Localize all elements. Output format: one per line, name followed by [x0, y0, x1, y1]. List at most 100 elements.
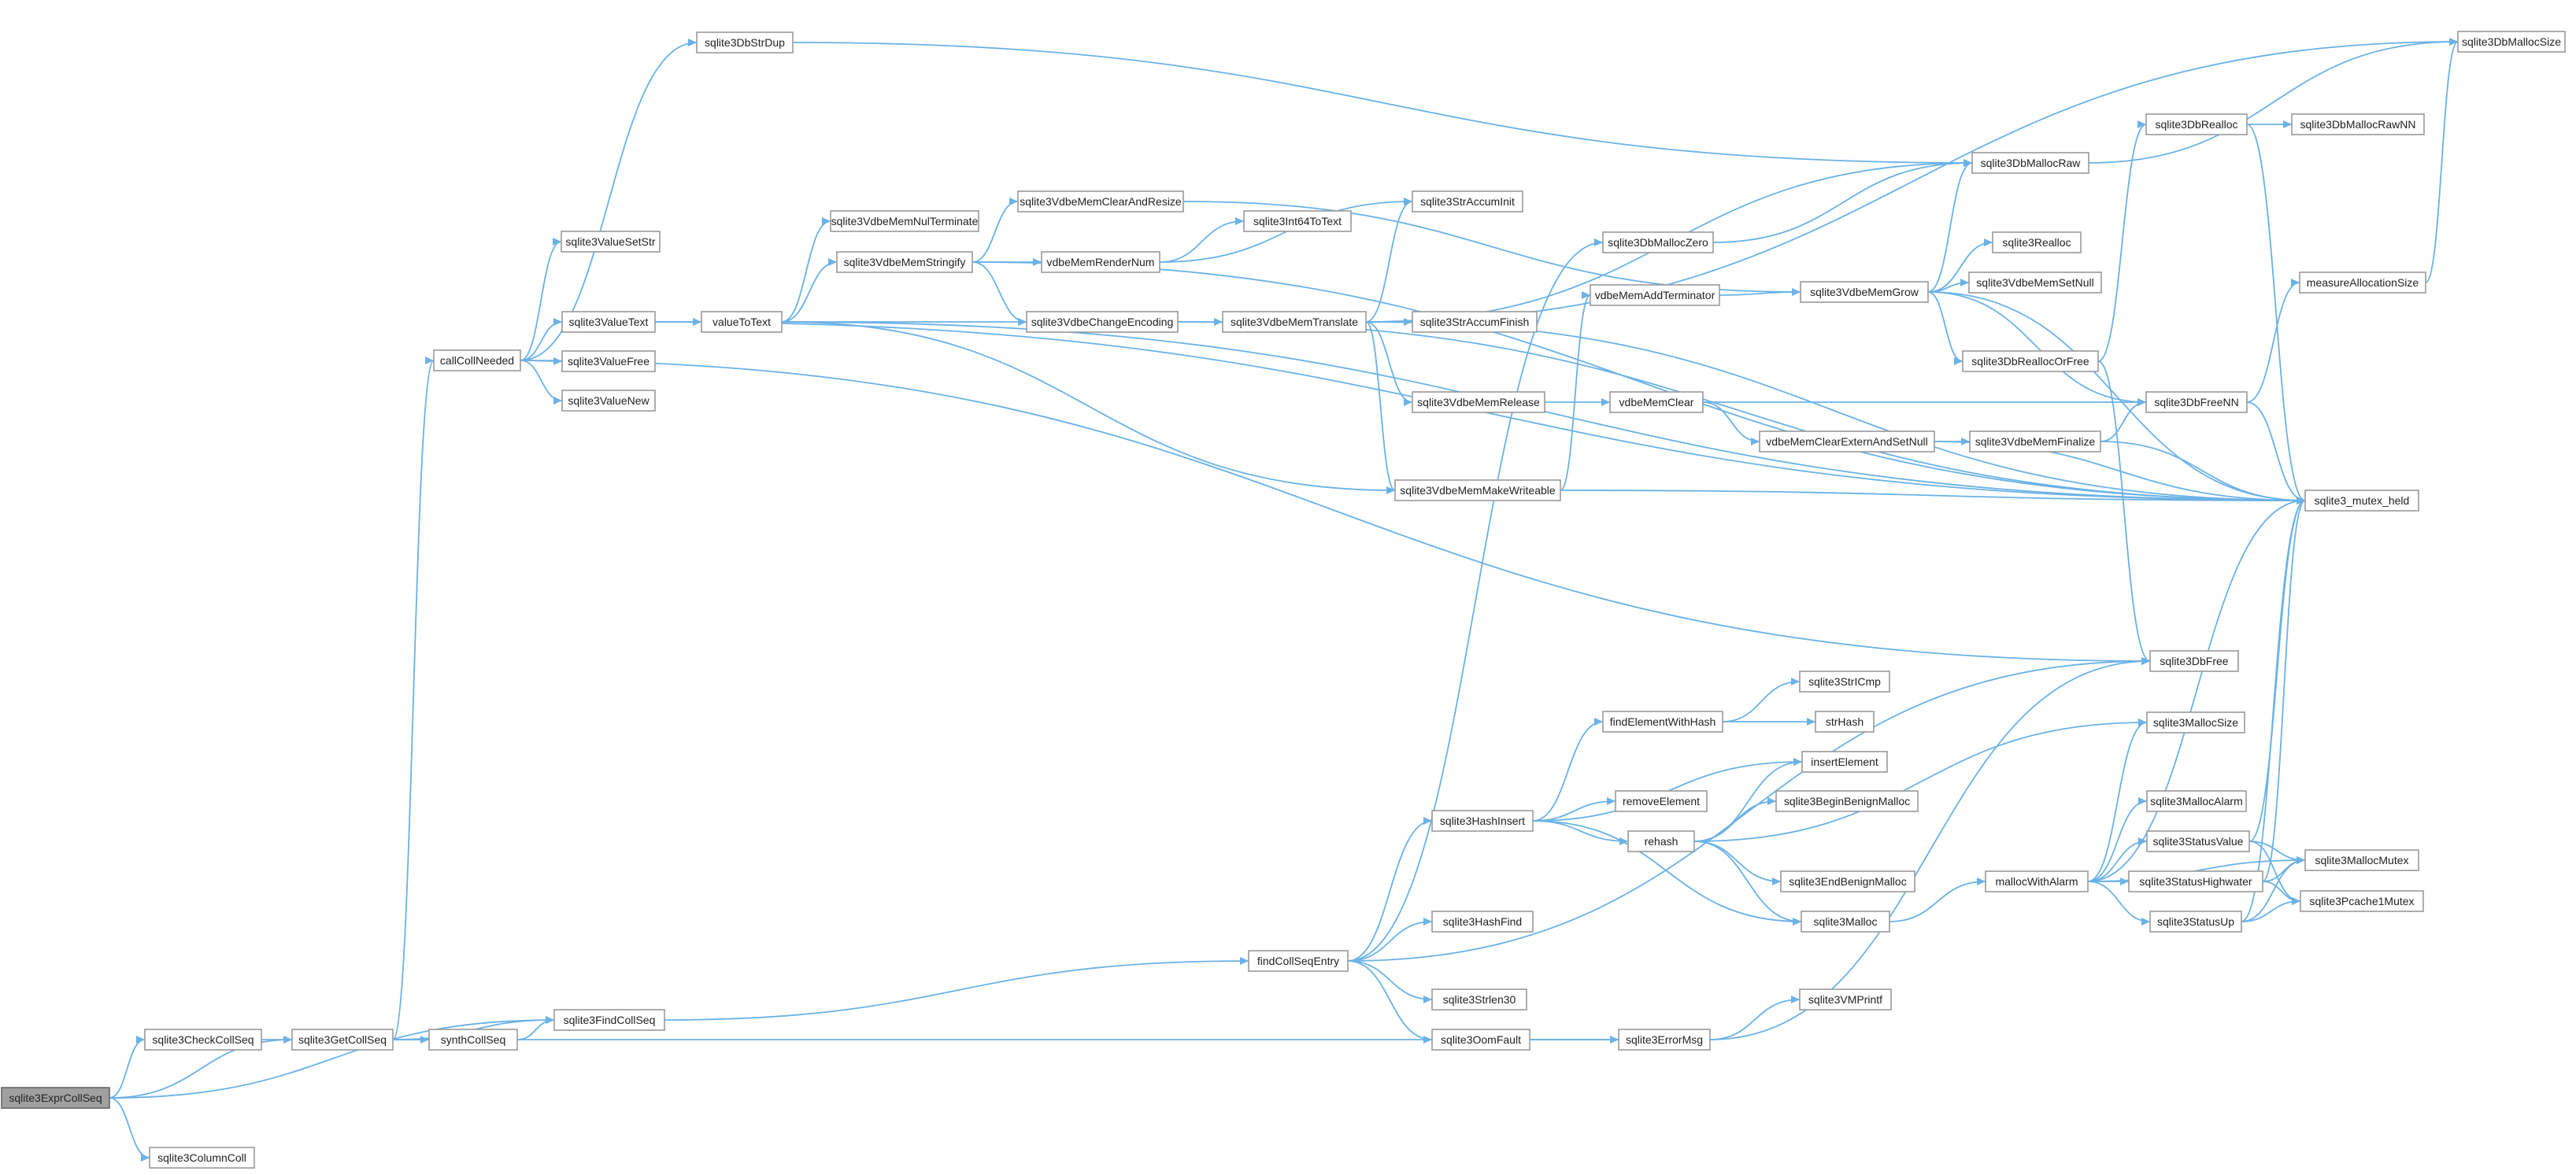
- node-box: [1992, 231, 2082, 253]
- node-find-element-with-hash[interactable]: findElementWithHash: [1602, 711, 1723, 733]
- node-sqlite3-db-malloc-size[interactable]: sqlite3DbMallocSize: [2457, 31, 2566, 53]
- node-sqlite3-hash-find[interactable]: sqlite3HashFind: [1431, 911, 1534, 933]
- node-sqlite3-error-msg[interactable]: sqlite3ErrorMsg: [1618, 1029, 1711, 1051]
- node-sqlite3-vdbe-mem-grow[interactable]: sqlite3VdbeMemGrow: [1800, 281, 1929, 303]
- node-sqlite3-db-free[interactable]: sqlite3DbFree: [2149, 650, 2239, 672]
- arrowhead-sqlite3-vdbe-mem-set-null: [1960, 279, 1969, 286]
- node-sqlite3-status-value[interactable]: sqlite3StatusValue: [2146, 830, 2250, 852]
- node-sqlite3-db-malloc-raw[interactable]: sqlite3DbMallocRaw: [1971, 152, 2089, 174]
- node-box: [1615, 790, 1708, 812]
- node-sqlite3-int64-to-text[interactable]: sqlite3Int64ToText: [1243, 210, 1352, 232]
- arrowhead-sqlite3-column-coll: [141, 1154, 150, 1162]
- node-sqlite3-value-text[interactable]: sqlite3ValueText: [561, 311, 656, 333]
- node-sqlite3-vdbe-mem-stringify[interactable]: sqlite3VdbeMemStringify: [836, 251, 973, 273]
- node-vdbe-mem-render-num[interactable]: vdbeMemRenderNum: [1041, 251, 1160, 273]
- node-rehash[interactable]: rehash: [1627, 830, 1695, 852]
- node-sqlite3-vdbe-mem-finalize[interactable]: sqlite3VdbeMemFinalize: [1969, 430, 2101, 453]
- edge-value-to-text-to-sqlite3-vdbe-mem-make-writeable: [781, 321, 1396, 491]
- node-find-coll-seq-entry[interactable]: findCollSeqEntry: [1248, 950, 1349, 972]
- node-sqlite3-str-accum-init[interactable]: sqlite3StrAccumInit: [1412, 190, 1523, 212]
- edge-sqlite3-db-realloc-or-free-to-sqlite3-db-realloc: [2097, 124, 2147, 362]
- node-label: vdbeMemClearExternAndSetNull: [1766, 435, 1927, 448]
- node-label: rehash: [1645, 835, 1678, 848]
- node-sqlite3-vdbe-change-encoding[interactable]: sqlite3VdbeChangeEncoding: [1026, 311, 1179, 333]
- node-box: [2145, 391, 2248, 413]
- edge-find-coll-seq-entry-to-sqlite3-strlen30: [1347, 960, 1433, 1000]
- node-sqlite3-column-coll[interactable]: sqlite3ColumnColl: [149, 1147, 255, 1169]
- node-insert-element[interactable]: insertElement: [1801, 751, 1888, 773]
- node-label: sqlite3ColumnColl: [157, 1151, 246, 1164]
- node-sqlite3-begin-benign-malloc[interactable]: sqlite3BeginBenignMalloc: [1775, 790, 1919, 812]
- node-sqlite3-pcache1-mutex[interactable]: sqlite3Pcache1Mutex: [2300, 890, 2424, 912]
- node-synth-coll-seq[interactable]: synthCollSeq: [428, 1029, 518, 1051]
- node-sqlite3-get-coll-seq[interactable]: sqlite3GetCollSeq: [291, 1029, 394, 1051]
- node-sqlite3-end-benign-malloc[interactable]: sqlite3EndBenignMalloc: [1780, 870, 1915, 892]
- node-sqlite3-mutex-held[interactable]: sqlite3_mutex_held: [2304, 490, 2419, 512]
- node-sqlite3-realloc[interactable]: sqlite3Realloc: [1992, 231, 2082, 253]
- node-sqlite3-status-highwater[interactable]: sqlite3StatusHighwater: [2128, 870, 2263, 892]
- node-sqlite3-str-accum-finish[interactable]: sqlite3StrAccumFinish: [1412, 311, 1538, 333]
- edge-sqlite3-vdbe-mem-grow-to-sqlite3-db-realloc-or-free: [1927, 291, 1963, 362]
- node-sqlite3-value-free[interactable]: sqlite3ValueFree: [561, 350, 656, 372]
- node-sqlite3-vmprintf[interactable]: sqlite3VMPrintf: [1799, 988, 1892, 1011]
- arrowhead-sqlite3-check-coll-seq: [136, 1036, 145, 1044]
- node-sqlite3-value-new[interactable]: sqlite3ValueNew: [561, 390, 656, 412]
- node-box: [1602, 711, 1723, 733]
- edge-sqlite3-hash-insert-to-rehash: [1532, 820, 1629, 842]
- node-str-hash[interactable]: strHash: [1815, 711, 1875, 733]
- node-sqlite3-vdbe-mem-make-writeable[interactable]: sqlite3VdbeMemMakeWriteable: [1394, 479, 1561, 501]
- node-box: [1248, 950, 1349, 972]
- node-sqlite3-db-realloc-or-free[interactable]: sqlite3DbReallocOrFree: [1962, 350, 2099, 372]
- node-sqlite3-vdbe-mem-translate[interactable]: sqlite3VdbeMemTranslate: [1222, 311, 1367, 333]
- node-sqlite3-db-free-nn[interactable]: sqlite3DbFreeNN: [2145, 391, 2248, 413]
- node-label: sqlite3VdbeMemTranslate: [1231, 316, 1358, 328]
- arrowhead-sqlite3-vdbe-mem-grow: [1792, 288, 1801, 296]
- arrowhead-sqlite3-vdbe-change-encoding: [1018, 318, 1027, 326]
- node-sqlite3-status-up[interactable]: sqlite3StatusUp: [2149, 911, 2242, 933]
- node-sqlite3-db-str-dup[interactable]: sqlite3DbStrDup: [696, 31, 794, 54]
- edge-malloc-with-alarm-to-sqlite3-status-up: [2087, 881, 2151, 922]
- node-sqlite3-check-coll-seq[interactable]: sqlite3CheckCollSeq: [144, 1029, 262, 1051]
- node-vdbe-mem-add-terminator[interactable]: vdbeMemAddTerminator: [1590, 284, 1720, 306]
- arrowhead-sqlite3-db-malloc-raw-nn: [2283, 120, 2292, 128]
- node-measure-allocation-size[interactable]: measureAllocationSize: [2299, 272, 2426, 294]
- node-sqlite3-malloc-alarm[interactable]: sqlite3MallocAlarm: [2146, 790, 2247, 812]
- node-sqlite3-malloc-size[interactable]: sqlite3MallocSize: [2146, 711, 2245, 733]
- node-sqlite3-vdbe-mem-set-null[interactable]: sqlite3VdbeMemSetNull: [1968, 272, 2102, 294]
- node-box: [696, 31, 794, 54]
- node-remove-element[interactable]: removeElement: [1615, 790, 1708, 812]
- edge-sqlite3-status-up-to-sqlite3-pcache1-mutex: [2241, 900, 2301, 922]
- node-label: sqlite3ValueFree: [568, 355, 650, 368]
- node-sqlite3-db-malloc-raw-nn[interactable]: sqlite3DbMallocRawNN: [2291, 113, 2425, 135]
- node-box: [2300, 890, 2424, 912]
- node-value-to-text[interactable]: valueToText: [701, 311, 783, 333]
- node-sqlite3-value-set-str[interactable]: sqlite3ValueSetStr: [561, 231, 661, 253]
- node-sqlite3-vdbe-mem-nul-terminate[interactable]: sqlite3VdbeMemNulTerminate: [830, 210, 979, 232]
- node-box: [1394, 479, 1561, 501]
- node-box: [2146, 711, 2245, 733]
- node-sqlite3-str-icmp[interactable]: sqlite3StrICmp: [1799, 671, 1890, 693]
- arrowhead-sqlite3-vdbe-mem-release: [1404, 398, 1412, 406]
- node-sqlite3-db-malloc-zero[interactable]: sqlite3DbMallocZero: [1602, 231, 1714, 253]
- node-sqlite3-malloc[interactable]: sqlite3Malloc: [1801, 911, 1890, 933]
- node-sqlite3-find-coll-seq[interactable]: sqlite3FindCollSeq: [553, 1009, 665, 1031]
- node-vdbe-mem-clear[interactable]: vdbeMemClear: [1609, 391, 1704, 413]
- node-call-coll-needed[interactable]: callCollNeeded: [433, 349, 521, 371]
- node-sqlite3-strlen30[interactable]: sqlite3Strlen30: [1431, 988, 1527, 1011]
- node-sqlite3-hash-insert[interactable]: sqlite3HashInsert: [1431, 810, 1534, 832]
- node-malloc-with-alarm[interactable]: mallocWithAlarm: [1985, 870, 2089, 892]
- node-sqlite3-vdbe-mem-clear-and-resize[interactable]: sqlite3VdbeMemClearAndResize: [1017, 190, 1184, 212]
- node-label: sqlite3VdbeMemMakeWriteable: [1400, 484, 1556, 497]
- node-sqlite3-malloc-mutex[interactable]: sqlite3MallocMutex: [2304, 849, 2419, 871]
- node-box: [1412, 190, 1523, 212]
- node-vdbe-mem-clear-extern-and-set-null[interactable]: vdbeMemClearExternAndSetNull: [1759, 430, 1935, 453]
- node-sqlite3-vdbe-mem-release[interactable]: sqlite3VdbeMemRelease: [1412, 391, 1545, 413]
- edge-sqlite3-find-coll-seq-to-find-coll-seq-entry: [664, 960, 1249, 1021]
- node-sqlite3-db-realloc[interactable]: sqlite3DbRealloc: [2145, 113, 2248, 135]
- node-sqlite3-expr-coll-seq[interactable]: sqlite3ExprCollSeq: [1, 1087, 110, 1109]
- node-label: sqlite3Realloc: [2002, 236, 2071, 249]
- node-label: sqlite3VdbeMemClearAndResize: [1020, 195, 1182, 208]
- edge-malloc-with-alarm-to-sqlite3-malloc-size: [2087, 722, 2148, 882]
- node-sqlite3-oom-fault[interactable]: sqlite3OomFault: [1431, 1029, 1530, 1051]
- arrowhead-sqlite3-hash-insert: [1423, 817, 1432, 825]
